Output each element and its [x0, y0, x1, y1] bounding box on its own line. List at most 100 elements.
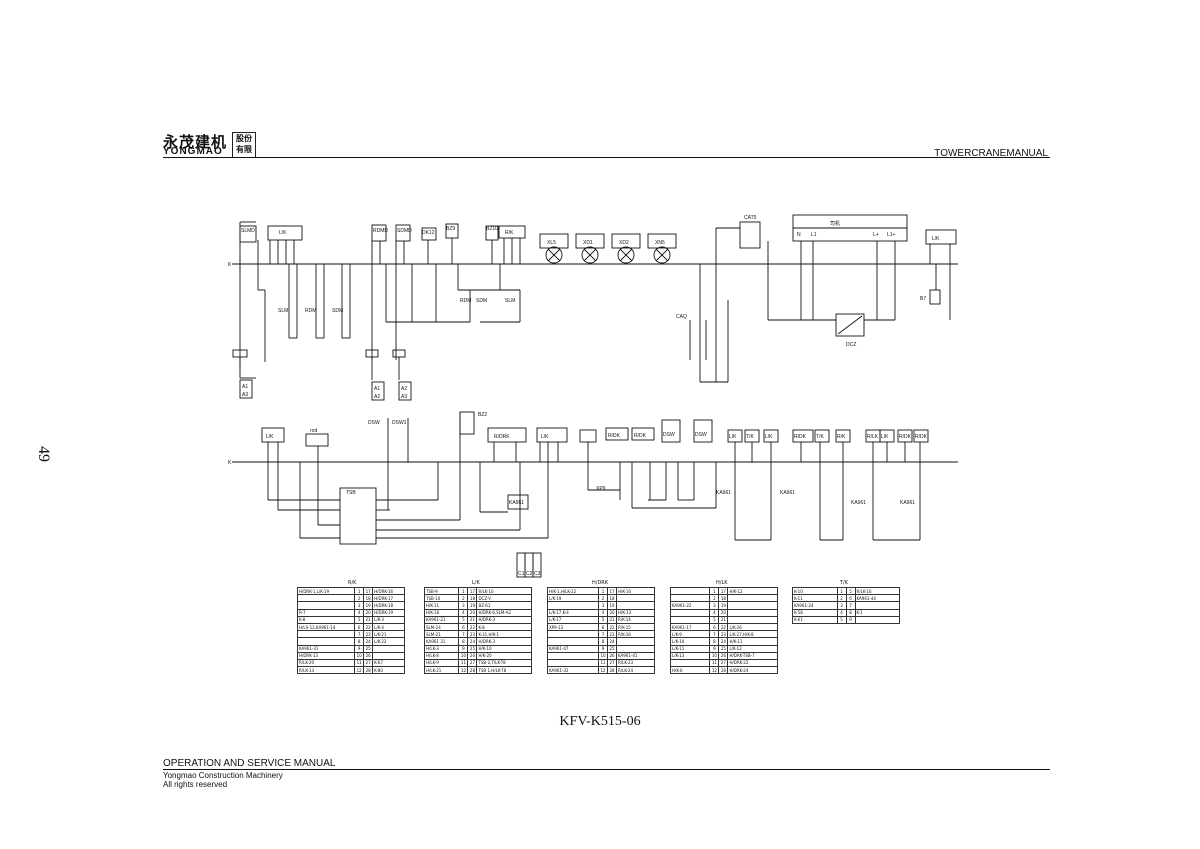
header-divider — [163, 157, 1050, 158]
table-cell: XP9-13 — [547, 622, 599, 632]
label-a2-mid: A2 — [374, 394, 380, 400]
table-cell: K-61 — [792, 615, 838, 624]
rdk-terminal-2 — [631, 427, 655, 441]
terminal-a2-a3 — [398, 381, 412, 401]
label-b7: B7 — [920, 296, 926, 302]
bottom-bus-label: K — [228, 460, 232, 466]
table-cell: K-80 — [372, 666, 405, 675]
label-ka961-e: KA961 — [900, 500, 915, 506]
table-cell: 18 — [606, 594, 617, 603]
table-cell: 27 — [467, 658, 478, 668]
label-l1: L1 — [811, 232, 817, 238]
table-cell: 10 — [597, 651, 608, 660]
table-cell: R/LK-10 — [476, 586, 532, 596]
table-cell: L/K-13 — [669, 651, 711, 660]
table-cell: H/DRK-3 — [476, 637, 532, 646]
table-title-tk: T/K — [840, 580, 849, 586]
table-cell: 19 — [606, 601, 617, 610]
slmd-component — [239, 225, 257, 243]
table-cell — [296, 630, 356, 639]
table-cell: KA961-32 — [547, 666, 599, 675]
bz2-component — [459, 411, 475, 435]
table-cell: 5 — [845, 586, 856, 596]
table-cell: 7 — [354, 630, 365, 639]
label-sdm-2: SDM — [476, 298, 487, 304]
label-n: N — [797, 232, 801, 238]
table-cell: R/LK-24 — [615, 666, 656, 675]
table-cell: DCZ-V — [476, 594, 532, 603]
table-cell — [854, 601, 900, 610]
table-cell: SLM-21 — [423, 630, 460, 639]
label-dk12: DK12 — [422, 230, 435, 236]
table-cell: K-11 — [792, 594, 838, 603]
table-cell: 27 — [606, 658, 617, 668]
footer-divider — [163, 769, 1050, 770]
table-cell: 8 — [845, 608, 856, 617]
table-cell: H/DRK-19 — [372, 608, 405, 617]
table-cell — [547, 601, 599, 610]
label-dsw1: DSW1 — [392, 420, 407, 426]
table-cell — [547, 637, 599, 646]
table-cell: 28 — [363, 666, 374, 675]
table-cell: H/DRK-18 — [372, 601, 405, 610]
table-cell: L/K-10 — [669, 637, 711, 646]
table-cell: L/K-12 — [727, 644, 778, 653]
table-cell: L/K-19 — [547, 594, 599, 603]
table-cell: 12 — [597, 666, 608, 675]
dk12-component — [421, 227, 437, 241]
table-cell: 3 — [836, 601, 847, 610]
table-cell: 3 — [709, 601, 720, 610]
table-cell — [372, 644, 405, 653]
table-cell: 10 — [354, 651, 365, 660]
sdmd-component — [395, 224, 411, 242]
table-cell: BZ-61 — [476, 601, 532, 610]
table-cell: H/DRK-13 — [296, 651, 356, 660]
table-cell: L/K-27,H/K-8 — [727, 630, 778, 639]
table-cell — [669, 586, 711, 596]
table-cell: K-8 — [476, 622, 532, 632]
table-cell: 20 — [467, 608, 478, 617]
table-cell — [727, 615, 778, 624]
label-c3: C3 — [534, 571, 541, 577]
table-cell: R-7 — [296, 608, 356, 617]
table-cell: 20 — [606, 608, 617, 617]
table-cell: 7 — [458, 630, 469, 639]
table-cell: 6 — [597, 622, 608, 632]
label-ka961-d: KA961 — [851, 500, 866, 506]
label-sdmd: SDMD — [397, 228, 412, 234]
transformer-cat5 — [739, 221, 761, 249]
table-cell — [547, 651, 599, 660]
table-cell: 5 — [597, 615, 608, 624]
label-xl5: XL5 — [547, 240, 556, 246]
table-cell: H/K-13 — [615, 608, 656, 617]
table-cell: 17 — [606, 586, 617, 596]
dsw-switch-a — [661, 419, 681, 443]
table-cell: 7 — [597, 630, 608, 639]
label-b-rlk-s1: R/LK — [867, 434, 879, 440]
label-b-rdk-s1: R/DK — [794, 434, 807, 440]
table-cell: KA961-21 — [423, 615, 460, 624]
company-logo-english: YONGMAO — [163, 146, 223, 157]
table-cell — [669, 594, 711, 603]
table-cell — [547, 658, 599, 668]
table-cell: 3 — [354, 601, 365, 610]
table-cell: KA961-44 — [854, 594, 900, 603]
table-cell: H/DRK-17 — [372, 594, 405, 603]
table-cell: 1 — [458, 586, 469, 596]
table-cell: 5 — [709, 615, 720, 624]
lamp-xd2 — [611, 233, 641, 264]
